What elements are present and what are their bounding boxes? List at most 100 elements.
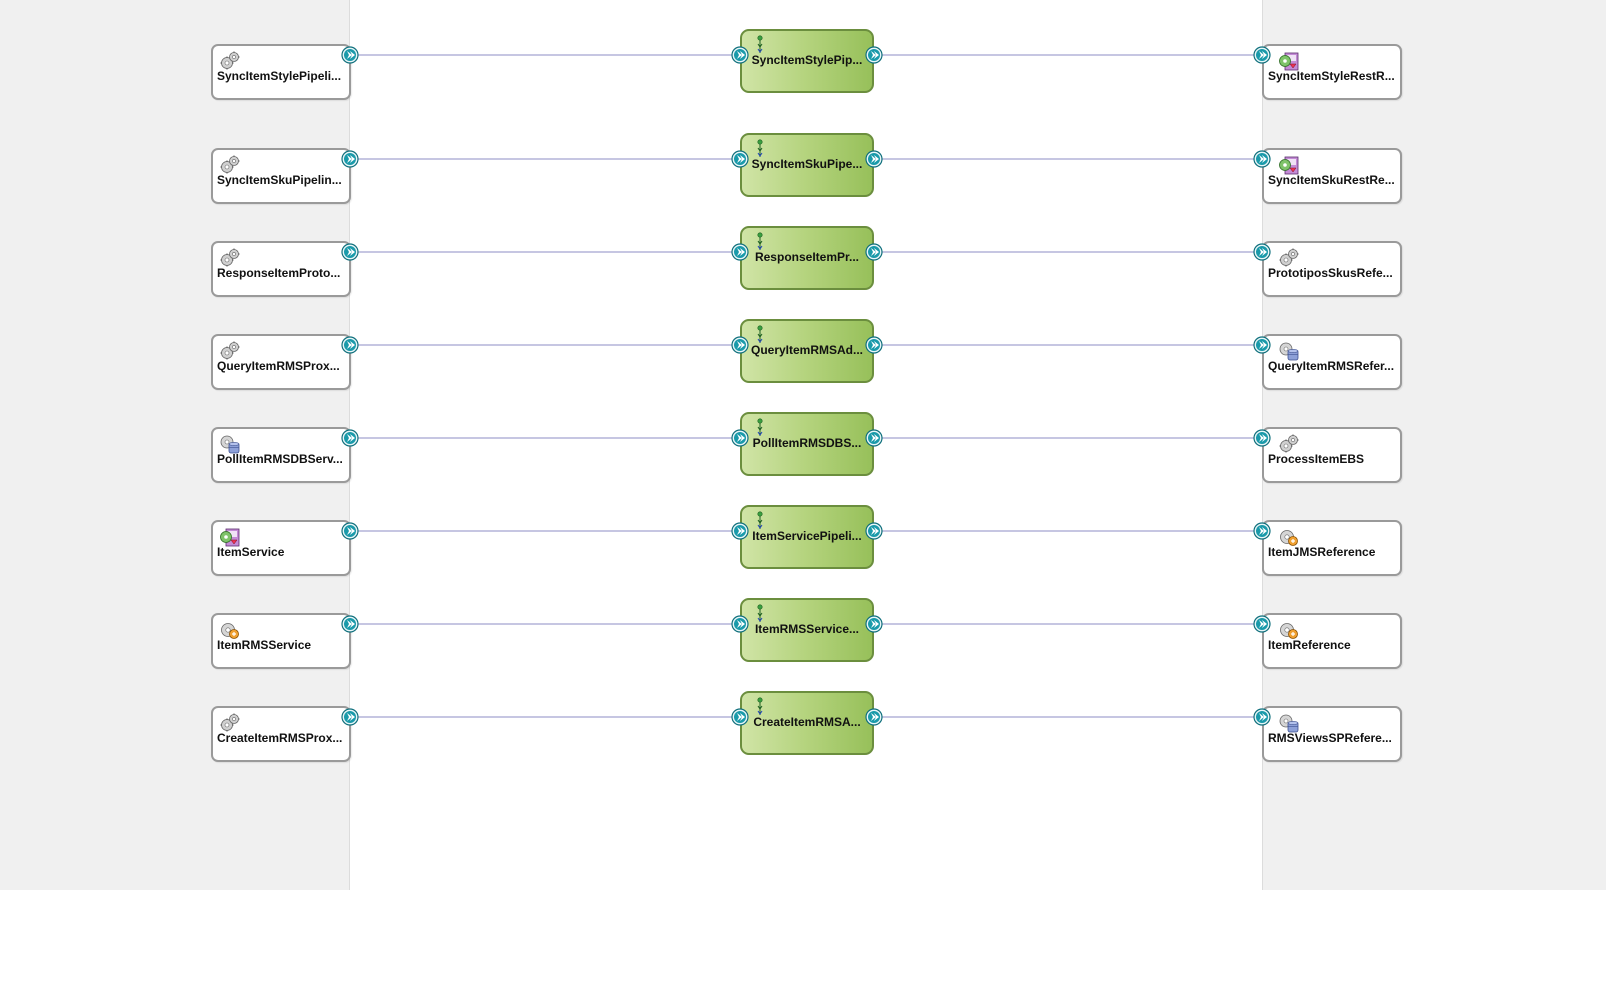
external-reference[interactable]: ItemJMSReference: [1262, 520, 1402, 576]
reference-port-icon[interactable]: [1253, 708, 1271, 726]
exposed-service[interactable]: CreateItemRMSProx...: [211, 706, 351, 762]
reference-port-icon[interactable]: [1253, 522, 1271, 540]
pipeline-icon: [754, 604, 766, 624]
reference-port-icon[interactable]: [1253, 336, 1271, 354]
reference-port-icon[interactable]: [1253, 150, 1271, 168]
component-label: PollItemRMSDBS...: [752, 436, 862, 450]
external-reference[interactable]: QueryItemRMSRefer...: [1262, 334, 1402, 390]
component-label: SyncItemStylePip...: [751, 53, 863, 67]
pipeline-component[interactable]: ResponseItemPr...: [740, 226, 874, 290]
component-inbound-port-icon[interactable]: [731, 429, 749, 447]
wire-service-to-component[interactable]: [350, 437, 740, 439]
wire-component-to-reference[interactable]: [872, 437, 1262, 439]
component-outbound-port-icon[interactable]: [865, 150, 883, 168]
reference-label: ProcessItemEBS: [1268, 452, 1365, 466]
wire-service-to-component[interactable]: [350, 251, 740, 253]
service-label: ItemRMSService: [217, 638, 312, 652]
component-outbound-port-icon[interactable]: [865, 708, 883, 726]
exposed-service[interactable]: SyncItemSkuPipelin...: [211, 148, 351, 204]
pipeline-component[interactable]: QueryItemRMSAd...: [740, 319, 874, 383]
component-outbound-port-icon[interactable]: [865, 46, 883, 64]
exposed-service[interactable]: ItemService: [211, 520, 351, 576]
gear-service-icon: [219, 712, 241, 734]
reference-port-icon[interactable]: [1253, 46, 1271, 64]
external-reference[interactable]: SyncItemSkuRestRe...: [1262, 148, 1402, 204]
pipeline-icon: [754, 511, 766, 531]
service-port-icon[interactable]: [341, 336, 359, 354]
external-reference[interactable]: ProcessItemEBS: [1262, 427, 1402, 483]
wire-service-to-component[interactable]: [350, 623, 740, 625]
service-port-icon[interactable]: [341, 46, 359, 64]
component-outbound-port-icon[interactable]: [865, 522, 883, 540]
gear-service-icon: [1278, 247, 1300, 269]
exposed-service[interactable]: ItemRMSService: [211, 613, 351, 669]
reference-port-icon[interactable]: [1253, 243, 1271, 261]
service-label: ResponseItemProto...: [217, 266, 341, 280]
wire-service-to-component[interactable]: [350, 530, 740, 532]
exposed-service[interactable]: PollItemRMSDBServ...: [211, 427, 351, 483]
pipeline-component[interactable]: PollItemRMSDBS...: [740, 412, 874, 476]
service-port-icon[interactable]: [341, 615, 359, 633]
pipeline-icon: [754, 232, 766, 252]
component-inbound-port-icon[interactable]: [731, 150, 749, 168]
wire-component-to-reference[interactable]: [872, 344, 1262, 346]
component-inbound-port-icon[interactable]: [731, 46, 749, 64]
jms-adapter-icon: [1278, 526, 1300, 548]
db-adapter-icon: [1278, 712, 1300, 734]
rest-adapter-icon: [1278, 50, 1300, 72]
service-port-icon[interactable]: [341, 243, 359, 261]
component-outbound-port-icon[interactable]: [865, 336, 883, 354]
component-label: QueryItemRMSAd...: [750, 343, 864, 357]
pipeline-component[interactable]: SyncItemStylePip...: [740, 29, 874, 93]
component-outbound-port-icon[interactable]: [865, 615, 883, 633]
component-label: CreateItemRMSA...: [753, 715, 861, 729]
wire-component-to-reference[interactable]: [872, 623, 1262, 625]
wire-service-to-component[interactable]: [350, 344, 740, 346]
jms-adapter-icon: [219, 619, 241, 641]
external-reference[interactable]: SyncItemStyleRestR...: [1262, 44, 1402, 100]
pipeline-icon: [754, 35, 766, 55]
component-label: ItemRMSService...: [754, 622, 860, 636]
external-reference[interactable]: ItemReference: [1262, 613, 1402, 669]
wire-component-to-reference[interactable]: [872, 158, 1262, 160]
external-reference[interactable]: RMSViewsSPRefere...: [1262, 706, 1402, 762]
pipeline-icon: [754, 697, 766, 717]
service-label: SyncItemSkuPipelin...: [217, 173, 342, 187]
wire-component-to-reference[interactable]: [872, 54, 1262, 56]
external-reference[interactable]: PrototiposSkusRefe...: [1262, 241, 1402, 297]
reference-port-icon[interactable]: [1253, 429, 1271, 447]
exposed-service[interactable]: QueryItemRMSProx...: [211, 334, 351, 390]
component-outbound-port-icon[interactable]: [865, 429, 883, 447]
reference-label: RMSViewsSPRefere...: [1268, 731, 1392, 745]
service-port-icon[interactable]: [341, 429, 359, 447]
pipeline-icon: [754, 325, 766, 345]
component-label: SyncItemSkuPipe...: [751, 157, 863, 171]
pipeline-component[interactable]: ItemServicePipeli...: [740, 505, 874, 569]
reference-label: SyncItemSkuRestRe...: [1268, 173, 1395, 187]
wire-component-to-reference[interactable]: [872, 530, 1262, 532]
component-inbound-port-icon[interactable]: [731, 615, 749, 633]
component-inbound-port-icon[interactable]: [731, 336, 749, 354]
wire-service-to-component[interactable]: [350, 54, 740, 56]
wire-component-to-reference[interactable]: [872, 716, 1262, 718]
pipeline-component[interactable]: ItemRMSService...: [740, 598, 874, 662]
service-port-icon[interactable]: [341, 708, 359, 726]
component-inbound-port-icon[interactable]: [731, 243, 749, 261]
component-label: ItemServicePipeli...: [752, 529, 862, 543]
wire-service-to-component[interactable]: [350, 158, 740, 160]
exposed-service[interactable]: SyncItemStylePipeli...: [211, 44, 351, 100]
reference-port-icon[interactable]: [1253, 615, 1271, 633]
component-inbound-port-icon[interactable]: [731, 522, 749, 540]
wire-service-to-component[interactable]: [350, 716, 740, 718]
component-outbound-port-icon[interactable]: [865, 243, 883, 261]
composite-canvas[interactable]: SyncItemStylePipeli... SyncItemStylePip..…: [0, 0, 1606, 890]
exposed-service[interactable]: ResponseItemProto...: [211, 241, 351, 297]
pipeline-component[interactable]: CreateItemRMSA...: [740, 691, 874, 755]
gear-service-icon: [1278, 433, 1300, 455]
jms-adapter-icon: [1278, 619, 1300, 641]
component-inbound-port-icon[interactable]: [731, 708, 749, 726]
service-port-icon[interactable]: [341, 522, 359, 540]
pipeline-component[interactable]: SyncItemSkuPipe...: [740, 133, 874, 197]
wire-component-to-reference[interactable]: [872, 251, 1262, 253]
service-port-icon[interactable]: [341, 150, 359, 168]
